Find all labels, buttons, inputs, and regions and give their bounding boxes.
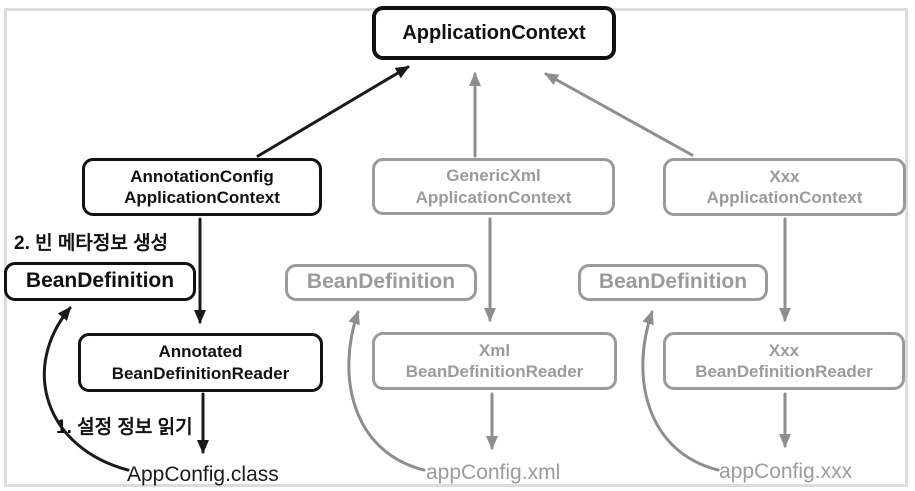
arrow-xxxac-to-applicationcontext <box>544 72 694 157</box>
label-appconfig-class: AppConfig.class <box>127 463 279 486</box>
node-annotation-config-application-context: AnnotationConfig ApplicationContext <box>82 158 322 216</box>
node-bean-definition-left-label: BeanDefinition <box>25 269 175 293</box>
node-xml-bean-definition-reader: Xml BeanDefinitionReader <box>372 332 617 390</box>
node-annotation-config-line1: AnnotationConfig <box>130 166 274 186</box>
node-bean-definition-left: BeanDefinition <box>4 262 196 301</box>
node-xml-reader-line2: BeanDefinitionReader <box>405 362 584 381</box>
node-application-context: ApplicationContext <box>372 6 616 60</box>
node-xxx-reader-line1: Xxx <box>768 340 800 360</box>
label-step2-bean-metadata: 2. 빈 메타정보 생성 <box>14 233 169 254</box>
arrow-appconfigclass-to-beandefinition-left <box>42 306 130 472</box>
node-bean-definition-mid: BeanDefinition <box>285 264 477 301</box>
label-appconfig-xxx: appConfig.xxx <box>719 460 853 483</box>
node-xxx-ac-line2: ApplicationContext <box>706 188 863 207</box>
node-xxx-ac-line1: Xxx <box>769 166 800 186</box>
node-generic-xml-line2: ApplicationContext <box>415 187 572 207</box>
node-xxx-bean-definition-reader: Xxx BeanDefinitionReader <box>663 332 905 390</box>
node-annotated-reader-line2: BeanDefinitionReader <box>111 363 290 383</box>
node-bean-definition-right: BeanDefinition <box>578 264 768 301</box>
arrow-appconfigxml-to-beandefinition-mid <box>347 310 426 472</box>
label-step1-read-config: 1. 설정 정보 읽기 <box>56 417 193 438</box>
node-bean-definition-right-label: BeanDefinition <box>598 270 748 294</box>
node-annotated-bean-definition-reader: Annotated BeanDefinitionReader <box>78 333 323 392</box>
node-generic-xml-line1: GenericXml <box>446 166 541 186</box>
label-appconfig-xml: appConfig.xml <box>426 461 561 484</box>
node-annotated-reader-line1: Annotated <box>158 342 243 362</box>
node-application-context-label: ApplicationContext <box>402 21 586 44</box>
node-xxx-reader-line2: BeanDefinitionReader <box>695 362 873 381</box>
node-generic-xml-application-context: GenericXml ApplicationContext <box>372 158 615 215</box>
node-xml-reader-line1: Xml <box>478 340 511 360</box>
node-bean-definition-mid-label: BeanDefinition <box>306 270 456 294</box>
arrow-appconfigxxx-to-beandefinition-right <box>641 310 720 472</box>
node-xxx-application-context: Xxx ApplicationContext <box>663 158 906 216</box>
node-annotation-config-line2: ApplicationContext <box>124 188 280 207</box>
arrow-annotationconfig-to-applicationcontext <box>256 65 410 158</box>
